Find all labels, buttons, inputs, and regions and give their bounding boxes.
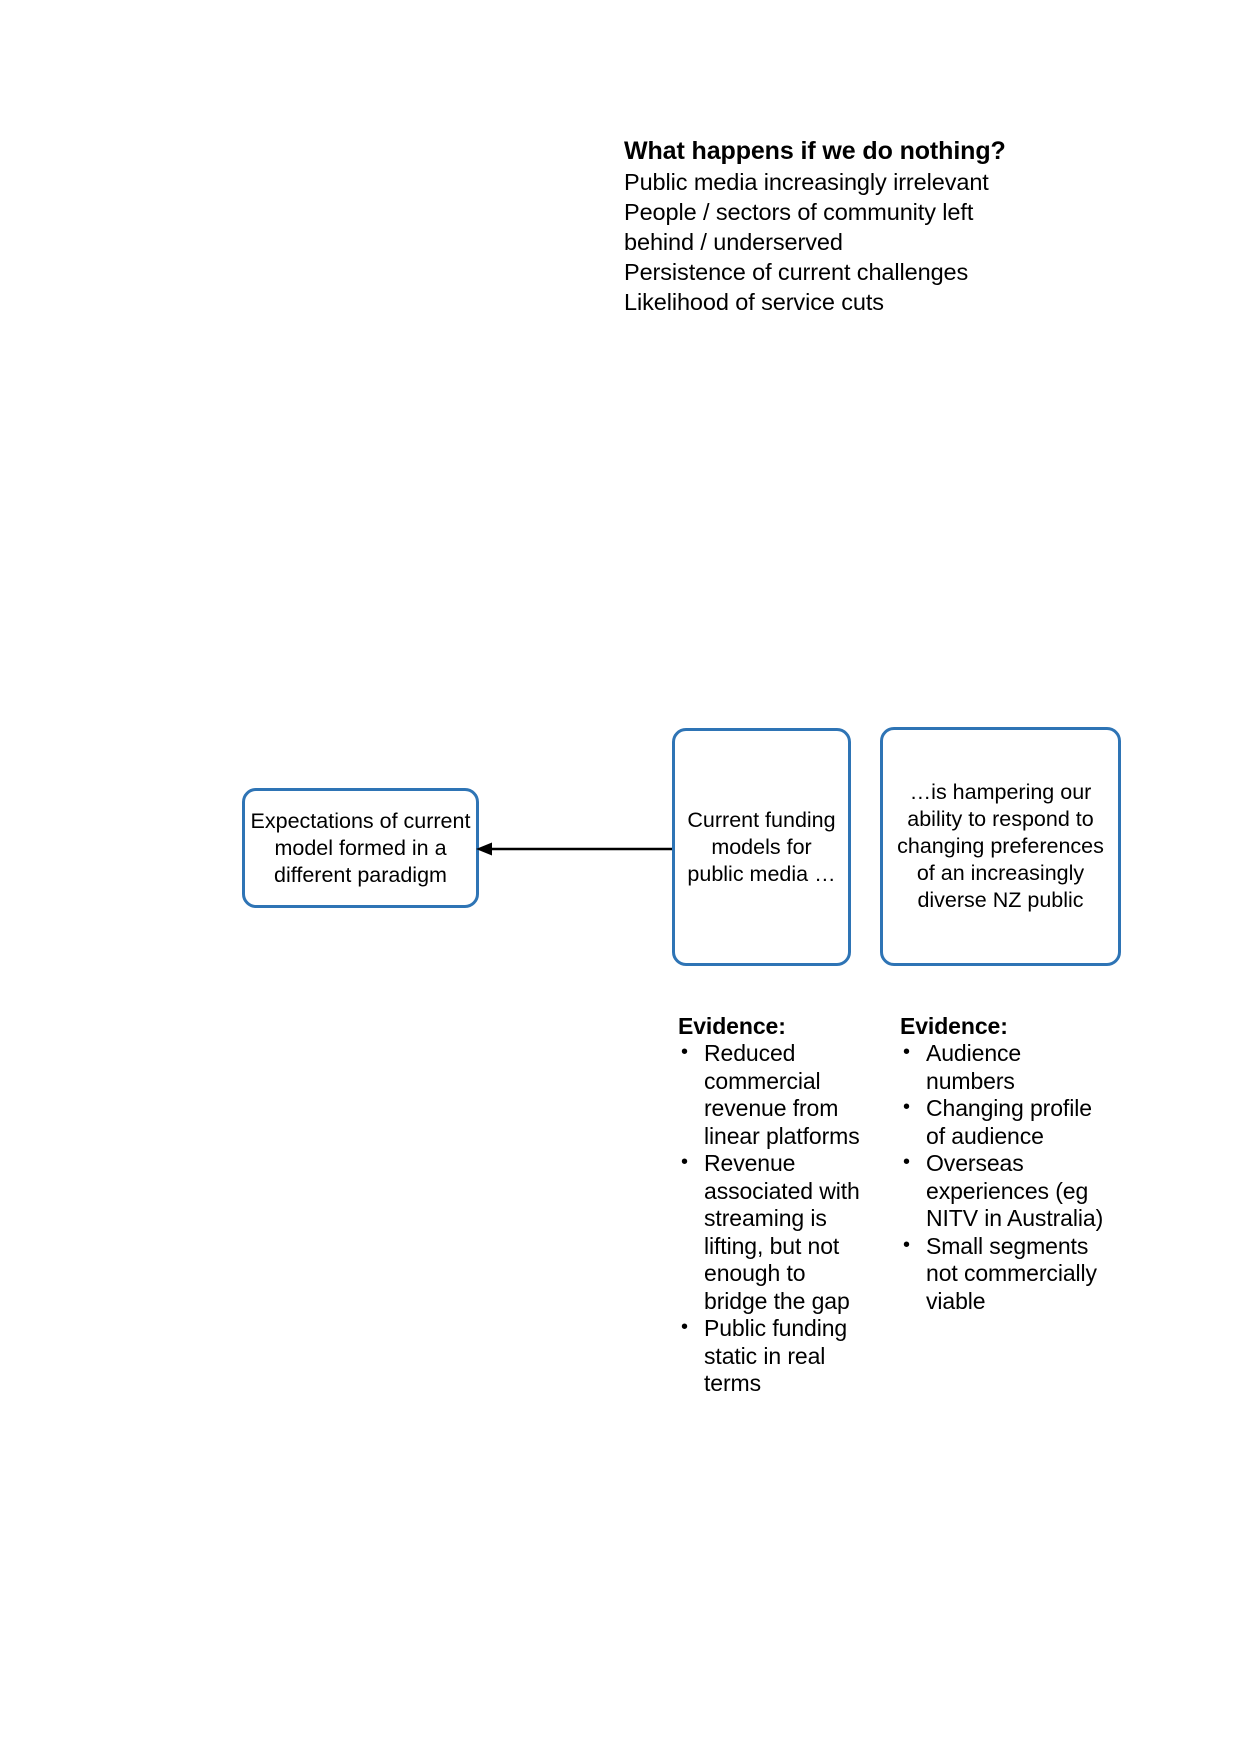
bullet-icon: • — [681, 1151, 688, 1173]
list-item: • Revenue associated with streaming is l… — [678, 1150, 868, 1315]
list-item: • Changing profile of audience — [900, 1095, 1110, 1150]
evidence-audience-column: Evidence: • Audience numbers • Changing … — [900, 1012, 1110, 1315]
header-line-1: Public media increasingly irrelevant — [624, 169, 989, 195]
box-hampering-ability[interactable]: …is hampering our ability to respond to … — [880, 727, 1121, 966]
box-expectations-current-model[interactable]: Expectations of current model formed in … — [242, 788, 479, 908]
list-item: • Reduced commercial revenue from linear… — [678, 1040, 868, 1150]
header-line-4: Persistence of current challenges — [624, 259, 969, 285]
bullet-icon: • — [681, 1316, 688, 1338]
list-item-label: Audience numbers — [926, 1040, 1022, 1094]
evidence-audience-heading: Evidence: — [900, 1013, 1008, 1039]
list-item: • Overseas experiences (eg NITV in Austr… — [900, 1150, 1110, 1233]
bullet-icon: • — [903, 1151, 910, 1173]
list-item-label: Changing profile of audience — [926, 1095, 1092, 1149]
box-current-funding-models[interactable]: Current funding models for public media … — [672, 728, 851, 966]
evidence-funding-list: • Reduced commercial revenue from linear… — [678, 1040, 868, 1398]
list-item-label: Public funding static in real terms — [704, 1315, 848, 1396]
box-current-funding-label: Current funding models for public media … — [687, 807, 836, 886]
left-arrow-icon — [476, 842, 672, 856]
bullet-icon: • — [903, 1041, 910, 1063]
list-item: • Small segments not commercially viable — [900, 1233, 1110, 1316]
box-expectations-label: Expectations of current model formed in … — [250, 808, 471, 887]
bullet-icon: • — [681, 1041, 688, 1063]
bullet-icon: • — [903, 1233, 910, 1256]
list-item-label: Reduced commercial revenue from linear p… — [704, 1040, 860, 1149]
list-item: • Audience numbers — [900, 1040, 1110, 1095]
evidence-funding-column: Evidence: • Reduced commercial revenue f… — [678, 1012, 868, 1398]
box-hampering-label: …is hampering our ability to respond to … — [897, 780, 1104, 912]
list-item: • Public funding static in real terms — [678, 1315, 868, 1398]
evidence-audience-list: • Audience numbers • Changing profile of… — [900, 1040, 1110, 1315]
page-title: What happens if we do nothing? — [624, 137, 1006, 165]
list-item-label: Small segments not commercially viable — [926, 1232, 1097, 1314]
header-text-block: What happens if we do nothing? Public me… — [624, 136, 1094, 317]
list-item-label: Overseas experiences (eg NITV in Austral… — [926, 1150, 1104, 1231]
list-item-label: Revenue associated with streaming is lif… — [704, 1150, 860, 1314]
header-line-3: behind / underserved — [624, 229, 843, 255]
evidence-funding-heading: Evidence: — [678, 1013, 786, 1039]
header-line-2: People / sectors of community left — [624, 199, 974, 225]
bullet-icon: • — [903, 1096, 910, 1118]
header-line-5: Likelihood of service cuts — [624, 289, 884, 315]
